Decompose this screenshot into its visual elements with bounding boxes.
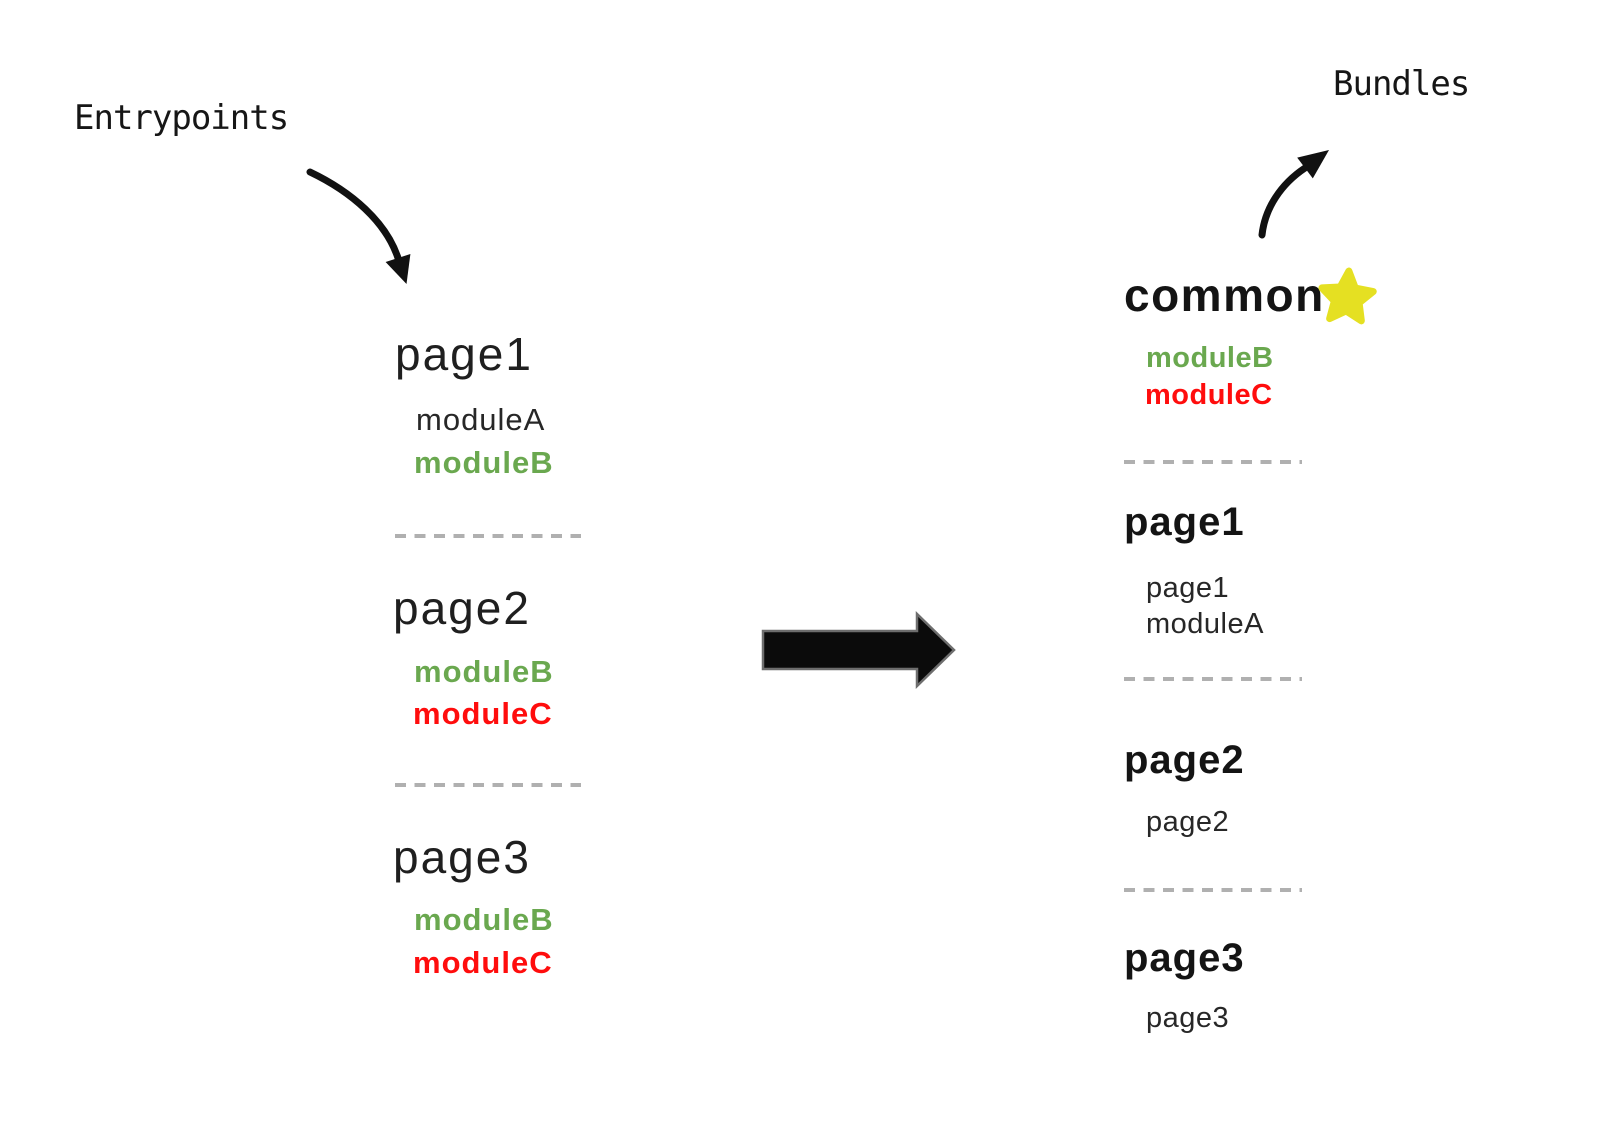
divider xyxy=(1124,888,1302,892)
bundle-common-module: moduleB xyxy=(1146,342,1274,374)
entrypoints-label: Entrypoints xyxy=(74,98,289,138)
bundle-page1-title: page1 xyxy=(1124,500,1245,544)
bundles-label: Bundles xyxy=(1333,64,1470,104)
divider xyxy=(1124,677,1302,681)
entrypoint-page2-title: page2 xyxy=(393,582,531,634)
divider xyxy=(395,534,581,538)
entrypoint-page1-module: moduleB xyxy=(414,445,554,480)
divider xyxy=(395,783,581,787)
curved-arrow-down-icon xyxy=(306,168,411,284)
bundle-page2-module: page2 xyxy=(1146,806,1230,838)
bundle-page1-module: moduleA xyxy=(1146,608,1264,640)
transform-arrow-icon xyxy=(761,611,956,689)
bundle-page1-module: page1 xyxy=(1146,572,1230,604)
bundle-common-module: moduleC xyxy=(1145,379,1273,411)
star-icon xyxy=(1318,267,1377,325)
curved-arrow-up-icon xyxy=(1258,150,1329,239)
divider xyxy=(1124,460,1302,464)
bundle-common-title: common xyxy=(1124,269,1325,321)
bundle-page2-title: page2 xyxy=(1124,738,1245,782)
entrypoint-page1-module: moduleA xyxy=(416,402,546,437)
entrypoint-page3-module: moduleC xyxy=(413,945,553,980)
entrypoint-page2-module: moduleB xyxy=(414,654,554,689)
entrypoint-page2-module: moduleC xyxy=(413,696,553,731)
bundle-page3-title: page3 xyxy=(1124,936,1245,980)
entrypoint-page3-title: page3 xyxy=(393,831,531,883)
entrypoint-page3-module: moduleB xyxy=(414,902,554,937)
bundle-page3-module: page3 xyxy=(1146,1002,1230,1034)
entrypoint-page1-title: page1 xyxy=(395,328,533,380)
